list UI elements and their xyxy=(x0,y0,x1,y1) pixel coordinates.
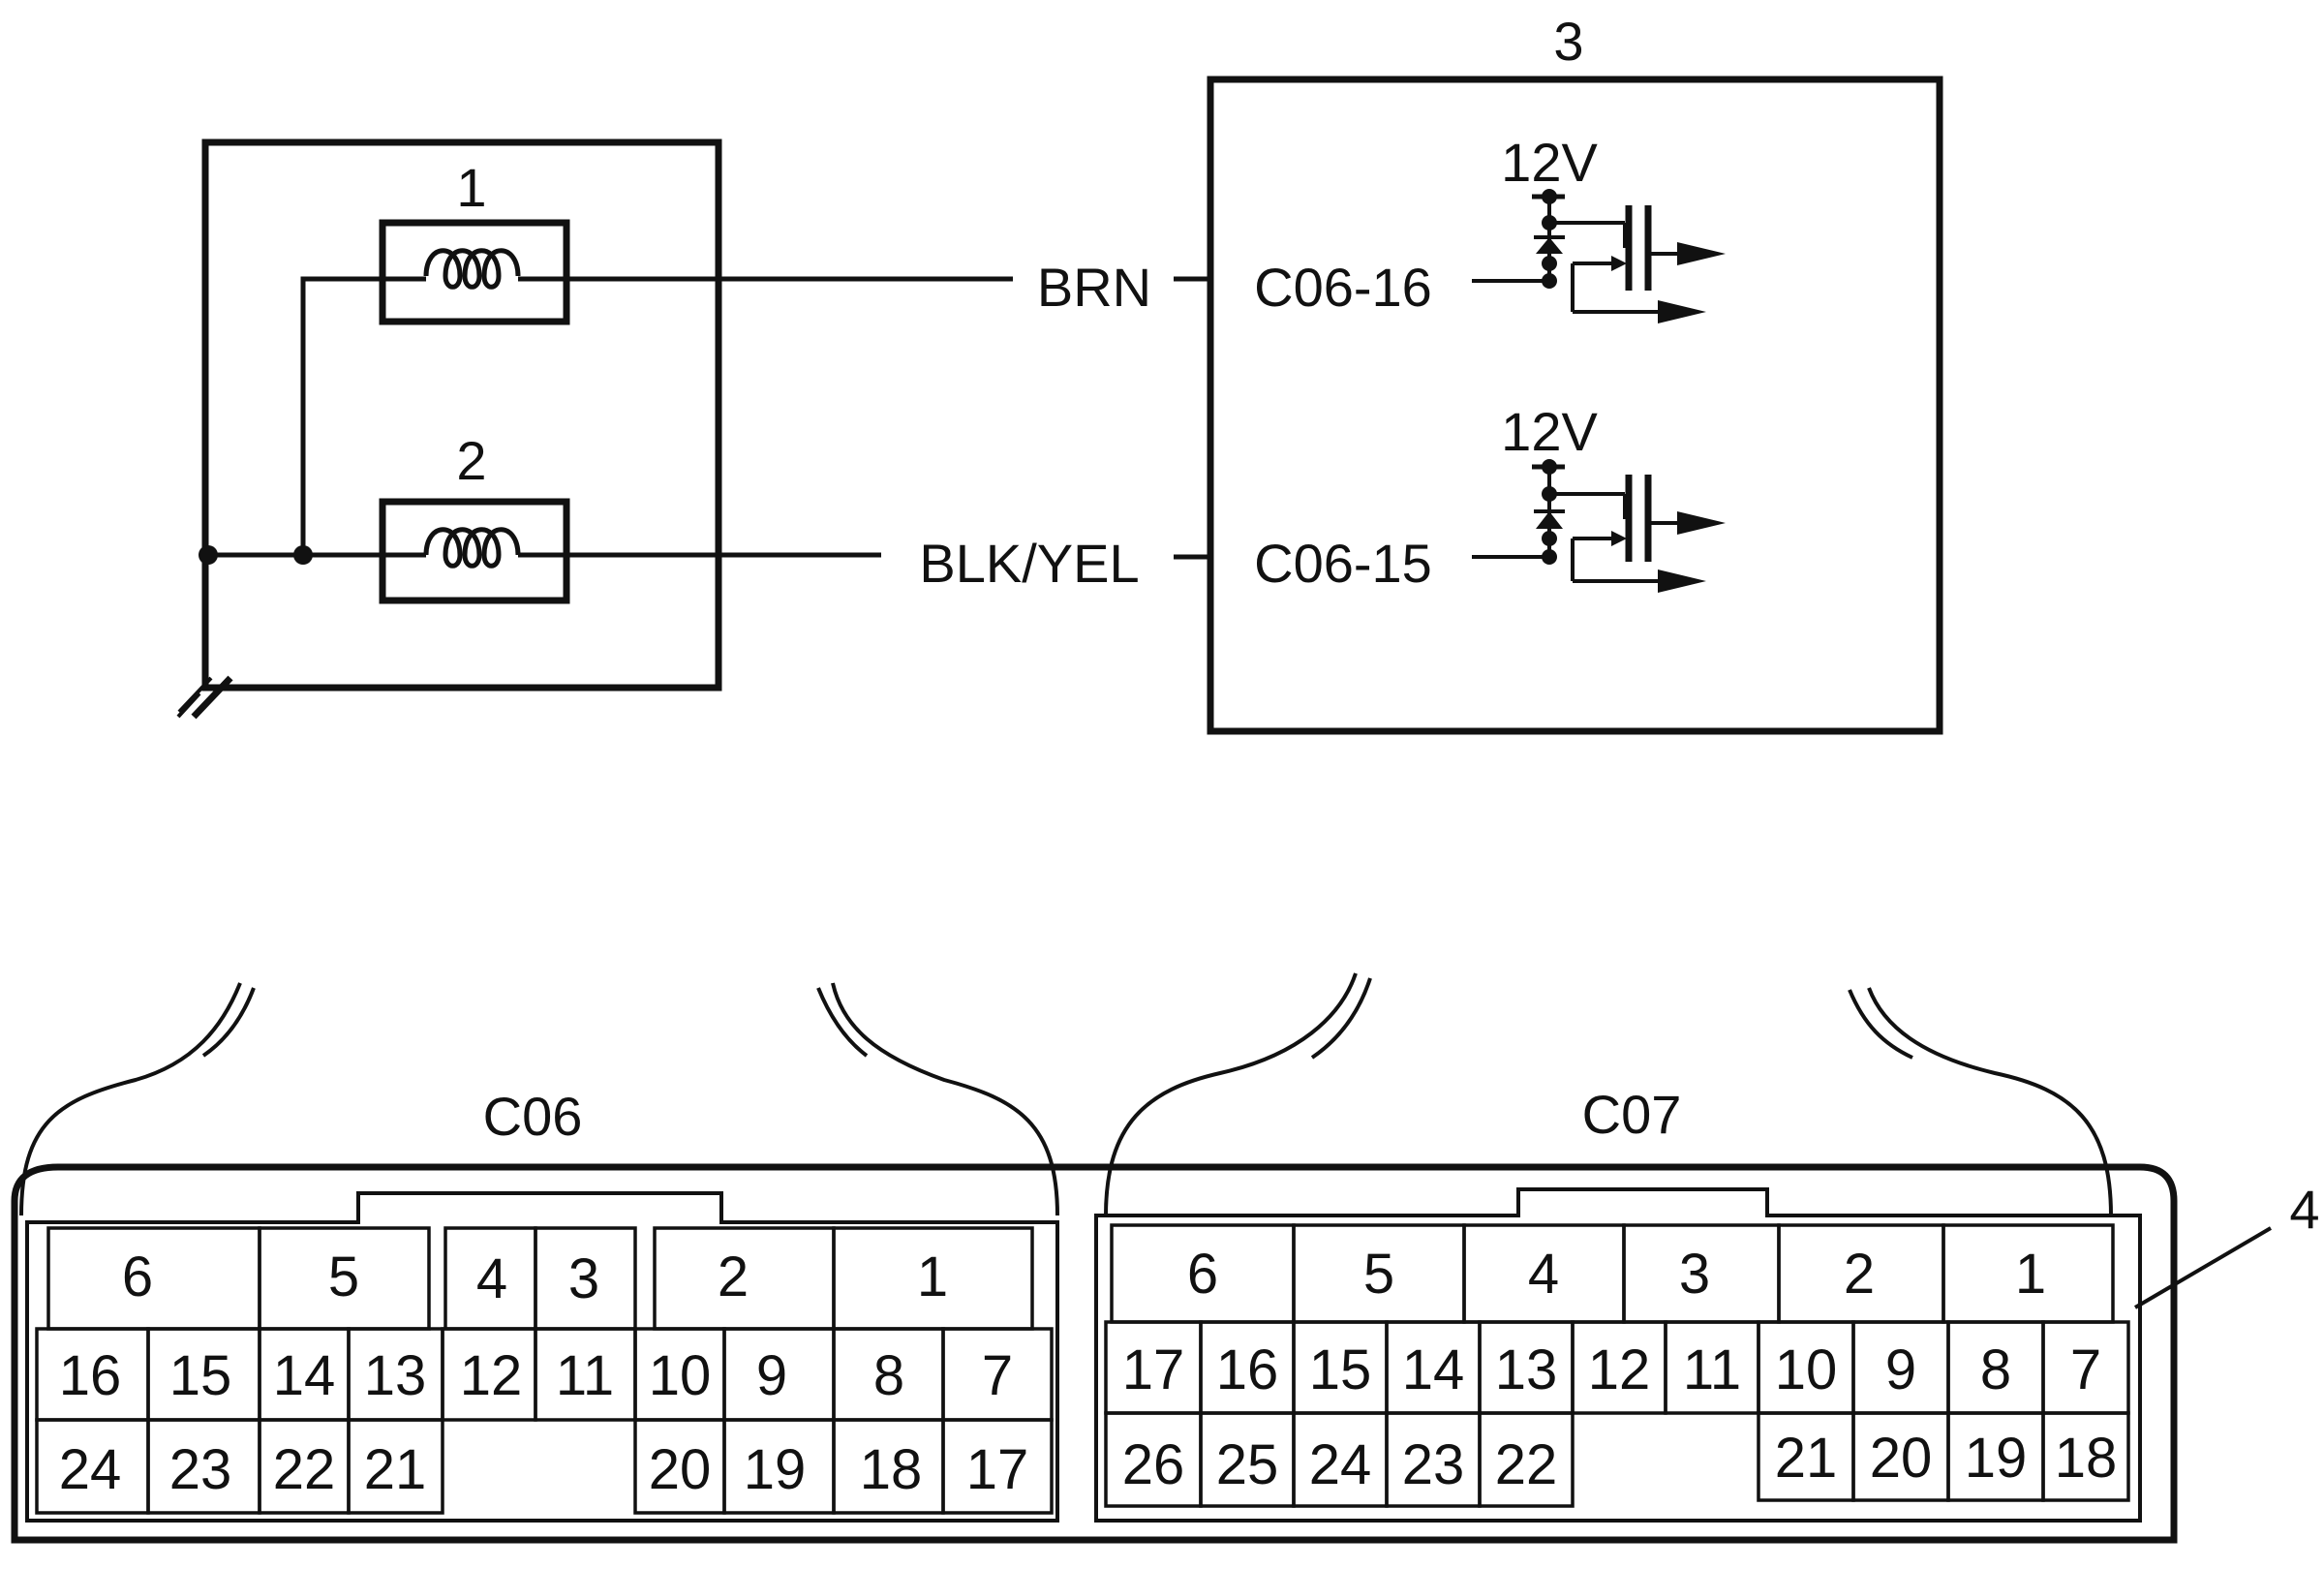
c07-pin-20: 20 xyxy=(1870,1427,1933,1490)
relay-1-label: 1 xyxy=(456,157,486,218)
c06-pin-17: 17 xyxy=(966,1438,1029,1501)
c07-group-5: 5 xyxy=(1363,1243,1394,1306)
top-supply-label: 12V xyxy=(1501,132,1598,193)
c06-pin-13: 13 xyxy=(364,1344,427,1407)
c07-group-6: 6 xyxy=(1187,1243,1218,1306)
connector-c07: C07 6 5 4 3 2 1 xyxy=(1094,972,2142,1523)
c06-label: C06 xyxy=(483,1086,583,1147)
c07-pin-22: 22 xyxy=(1495,1433,1558,1496)
c07-group-4: 4 xyxy=(1528,1243,1559,1306)
c06-pin-16: 16 xyxy=(59,1344,122,1407)
connector-c06: C06 6 5 4 3 2 1 xyxy=(19,982,1059,1523)
c06-pin-18: 18 xyxy=(860,1438,923,1501)
c06-pin-11: 11 xyxy=(556,1344,614,1407)
c06-pin-19: 19 xyxy=(744,1438,807,1501)
relay-2: 2 xyxy=(379,430,570,604)
c06-group-3: 3 xyxy=(568,1247,599,1310)
c07-pin-9: 9 xyxy=(1885,1338,1916,1401)
c07-pin-13: 13 xyxy=(1495,1338,1558,1401)
c06-group-5: 5 xyxy=(328,1246,359,1308)
bottom-supply-label: 12V xyxy=(1501,401,1598,462)
connector-callout-label: 4 xyxy=(2289,1179,2319,1240)
relay-2-coil-icon xyxy=(423,527,521,569)
c06-pin-8: 8 xyxy=(873,1344,904,1407)
relay-box: 1 2 xyxy=(176,138,722,720)
pin-c06-15-label: C06-15 xyxy=(1254,533,1432,594)
c07-pin-21: 21 xyxy=(1775,1427,1838,1490)
c06-group-2: 2 xyxy=(718,1246,749,1308)
c07-pin-11: 11 xyxy=(1683,1338,1741,1401)
c06-pin-10: 10 xyxy=(649,1344,712,1407)
c06-group-6: 6 xyxy=(122,1246,153,1308)
pin-c06-16-label: C06-16 xyxy=(1254,257,1432,318)
c07-pin-15: 15 xyxy=(1309,1338,1372,1401)
c06-pin-9: 9 xyxy=(756,1344,787,1407)
c07-pin-19: 19 xyxy=(1965,1427,2028,1490)
c07-group-3: 3 xyxy=(1679,1243,1710,1306)
relay-1: 1 xyxy=(379,157,570,325)
c07-group-2: 2 xyxy=(1844,1243,1875,1306)
c07-group-1: 1 xyxy=(2015,1243,2046,1306)
control-module: 3 C06-16 C06-15 12V xyxy=(1207,11,1943,735)
c06-group-4: 4 xyxy=(476,1247,507,1310)
c07-pin-26: 26 xyxy=(1122,1433,1185,1496)
c06-group-1: 1 xyxy=(917,1246,948,1308)
c07-pin-8: 8 xyxy=(1980,1338,2011,1401)
connector-housing: 4 C06 6 5 4 3 2 1 xyxy=(11,972,2320,1544)
relay-1-coil-icon xyxy=(423,248,521,290)
c07-pin-10: 10 xyxy=(1775,1338,1838,1401)
c07-pin-16: 16 xyxy=(1216,1338,1279,1401)
c07-pin-25: 25 xyxy=(1216,1433,1279,1496)
bottom-driver-transistor-icon: 12V xyxy=(1472,401,1726,593)
c07-label: C07 xyxy=(1582,1084,1682,1145)
wire-brn-label: BRN xyxy=(1037,257,1151,318)
c06-pin-7: 7 xyxy=(982,1344,1013,1407)
c07-pin-14: 14 xyxy=(1402,1338,1465,1401)
c07-pin-12: 12 xyxy=(1588,1338,1651,1401)
wire-blk-yel-label: BLK/YEL xyxy=(919,533,1139,594)
c07-pin-7: 7 xyxy=(2070,1338,2101,1401)
top-driver-transistor-icon: 12V xyxy=(1472,132,1726,323)
c06-pin-24: 24 xyxy=(59,1438,122,1501)
c06-pin-12: 12 xyxy=(460,1344,523,1407)
c06-pin-15: 15 xyxy=(169,1344,232,1407)
c07-pin-18: 18 xyxy=(2055,1427,2118,1490)
module-label: 3 xyxy=(1553,11,1583,72)
c07-pin-24: 24 xyxy=(1309,1433,1372,1496)
relay-2-label: 2 xyxy=(456,430,486,491)
c06-pin-14: 14 xyxy=(273,1344,336,1407)
c06-pin-23: 23 xyxy=(169,1438,232,1501)
c06-pin-21: 21 xyxy=(364,1438,427,1501)
c07-pin-23: 23 xyxy=(1402,1433,1465,1496)
c06-pin-20: 20 xyxy=(649,1438,712,1501)
c07-pin-17: 17 xyxy=(1122,1338,1185,1401)
c06-pin-22: 22 xyxy=(273,1438,336,1501)
ground-icon xyxy=(176,675,233,720)
wires: BRN BLK/YEL xyxy=(566,257,1210,594)
